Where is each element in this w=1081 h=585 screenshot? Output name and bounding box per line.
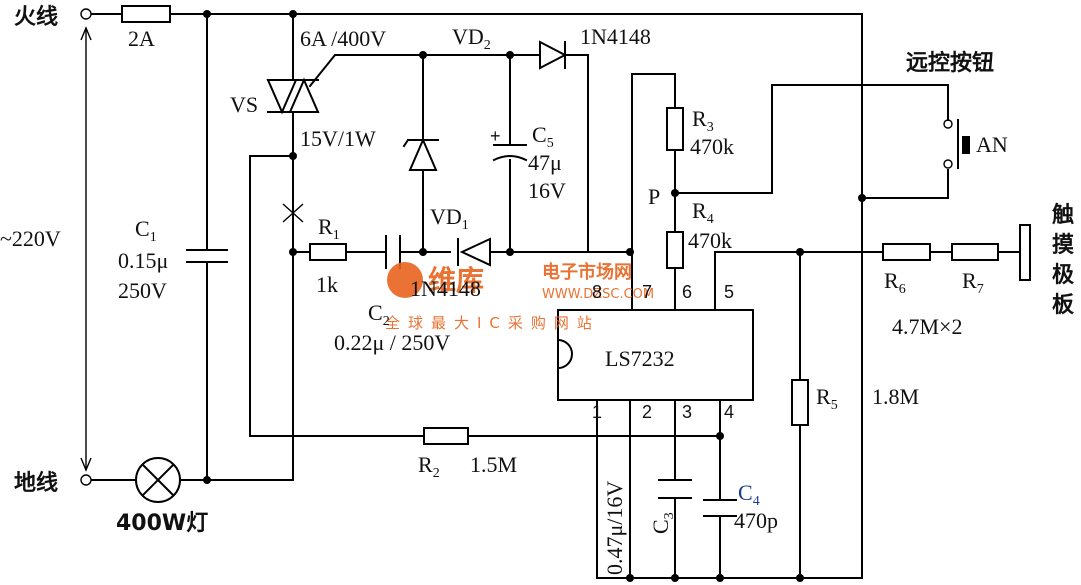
capacitor-c1-symbol xyxy=(186,249,228,263)
mains-voltage-label: ~220V xyxy=(0,226,61,251)
ic-pin-5: 5 xyxy=(724,282,734,302)
junctions xyxy=(203,10,866,582)
remote-button-label: 远控按钮 xyxy=(906,50,994,76)
c5-voltage: 16V xyxy=(528,178,566,203)
cross-mark xyxy=(282,203,304,223)
c4-value: 470p xyxy=(734,508,778,533)
capacitor-c5-symbol xyxy=(492,144,528,162)
lamp-label: 400W灯 xyxy=(116,511,208,536)
touch-plate-label-1: 触 xyxy=(1052,202,1074,228)
ic-pin-3: 3 xyxy=(682,402,692,422)
watermark-url: WWW.DZSC.COM xyxy=(542,287,654,302)
resistor-r5-symbol xyxy=(791,379,809,426)
ic-pin-4: 4 xyxy=(724,402,734,422)
c5-capacitance: 47μ xyxy=(528,150,562,175)
touch-plate-label-2: 摸 xyxy=(1052,233,1074,258)
neutral-terminal xyxy=(80,474,92,486)
zener-rating: 15V/1W xyxy=(300,126,376,151)
pin1-capacitor-label: 0.47μ/16V xyxy=(602,481,627,575)
push-button-an-symbol xyxy=(943,119,970,169)
c4-label: C4 xyxy=(738,480,760,509)
r5-label: R5 xyxy=(816,384,838,413)
resistor-r3-symbol xyxy=(666,107,684,151)
watermark-logo: 维库 xyxy=(428,264,484,297)
watermark-logo-icon xyxy=(387,262,423,298)
lamp-symbol xyxy=(135,457,181,503)
an-label: AN xyxy=(976,132,1008,157)
vd1-label: VD1 xyxy=(430,204,469,233)
touch-plate-label-3: 极 xyxy=(1052,263,1075,288)
r3-label: R3 xyxy=(692,106,714,135)
c5-label: C5 xyxy=(532,122,554,151)
ic-name: LS7232 xyxy=(605,346,675,371)
r1-value: 1k xyxy=(316,272,338,297)
c1-label: C1 xyxy=(135,216,157,245)
diode-vd1-symbol xyxy=(457,237,491,267)
resistor-r6-symbol xyxy=(882,243,931,261)
triac-name: VS xyxy=(230,92,258,117)
watermark: 维库 电子市场网 WWW.DZSC.COM 全球最大IC采购网站 xyxy=(385,261,654,332)
ic-pin-1: 1 xyxy=(592,402,602,422)
c1-voltage: 250V xyxy=(118,278,167,303)
ic-pin-6: 6 xyxy=(682,282,692,302)
capacitor-c4-symbol xyxy=(703,499,737,517)
capacitor-c2-symbol xyxy=(385,235,401,269)
touch-plate-symbol xyxy=(1019,224,1031,281)
c3-label: C3 xyxy=(648,512,677,534)
wires xyxy=(80,13,1021,579)
c5-plus: + xyxy=(490,126,501,146)
ic-ls7232 xyxy=(556,309,754,437)
ic-pin-8: 8 xyxy=(592,282,602,302)
r2-value: 1.5M xyxy=(470,452,517,477)
watermark-title: 电子市场网 xyxy=(542,261,632,283)
vd2-part: 1N4148 xyxy=(580,24,651,49)
c2-value: 0.22μ / 250V xyxy=(334,330,450,355)
resistor-r7-symbol xyxy=(951,243,999,261)
capacitor-c3-symbol xyxy=(658,479,692,499)
live-terminal xyxy=(80,8,92,20)
r2-label: R2 xyxy=(418,452,440,481)
fuse-label: 2A xyxy=(128,26,155,51)
point-p-label: P xyxy=(648,184,660,209)
r1-label: R1 xyxy=(318,214,340,243)
vd2-label: VD2 xyxy=(452,24,491,53)
c2-label: C2 xyxy=(368,300,390,329)
c1-capacitance: 0.15μ xyxy=(118,248,168,273)
triac-rating: 6A /400V xyxy=(300,26,386,51)
triac-vs-symbol xyxy=(266,77,320,115)
diode-vd2-symbol xyxy=(539,40,568,70)
neutral-wire-label: 地线 xyxy=(14,470,58,496)
r6-label: R6 xyxy=(884,268,906,297)
resistor-r1-symbol xyxy=(309,243,347,261)
r6-r7-value: 4.7M×2 xyxy=(892,314,962,339)
ic-pin-2: 2 xyxy=(642,402,652,422)
touch-plate-label-4: 板 xyxy=(1052,293,1075,318)
vd1-part: 1N4148 xyxy=(410,276,481,301)
r3-value: 470k xyxy=(690,134,734,159)
resistor-r4-symbol xyxy=(666,231,684,269)
resistor-r2-symbol xyxy=(423,427,469,445)
watermark-slogan: 全球最大IC采购网站 xyxy=(385,314,600,332)
r7-label: R7 xyxy=(962,268,984,297)
zener-diode-symbol xyxy=(402,137,439,171)
r4-value: 470k xyxy=(688,228,732,253)
ic-pin-7: 7 xyxy=(642,282,652,302)
fuse-symbol xyxy=(121,5,171,23)
r5-value: 1.8M xyxy=(872,384,919,409)
live-wire-label: 火线 xyxy=(14,4,58,30)
r4-label: R4 xyxy=(692,198,714,227)
